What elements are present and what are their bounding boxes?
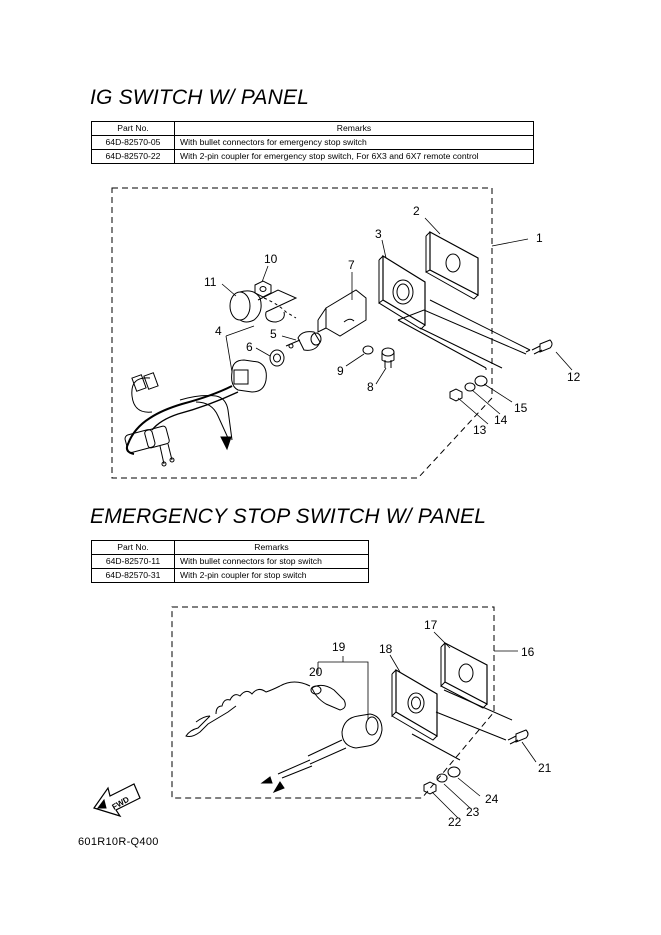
- gasket-part: [425, 230, 479, 300]
- callout-12: 12: [567, 370, 581, 384]
- nut-part-22: [423, 781, 437, 795]
- callout-4: 4: [215, 324, 222, 338]
- callout-22: 22: [448, 815, 462, 829]
- callout-19: 19: [332, 640, 346, 654]
- key-switch-part: [285, 331, 322, 351]
- cap-part: [229, 289, 298, 323]
- callout-8: 8: [367, 380, 374, 394]
- callout-23: 23: [466, 805, 480, 819]
- nut-part-13: [449, 388, 463, 402]
- washer-part-9: [362, 345, 374, 355]
- fwd-arrow-icon: [93, 783, 141, 818]
- table-row: 64D-82570-31 With 2-pin coupler for stop…: [91, 568, 369, 583]
- leader-lines-ig: [221, 217, 573, 425]
- callout-18: 18: [379, 642, 393, 656]
- callout-9: 9: [337, 364, 344, 378]
- screw-part-8: [381, 347, 395, 368]
- callout-10: 10: [264, 252, 278, 266]
- section-title-ig-switch: IG SWITCH W/ PANEL: [90, 86, 310, 109]
- parts-table-ig-switch: Part No. Remarks 64D-82570-05 With bulle…: [91, 121, 534, 164]
- remarks: With 2-pin coupler for stop switch: [174, 568, 369, 583]
- table-row: 64D-82570-22 With 2-pin coupler for emer…: [91, 149, 534, 164]
- callout-14: 14: [494, 413, 508, 427]
- callout-13: 13: [473, 423, 487, 437]
- switch-body-part: [124, 359, 267, 467]
- stop-switch-part: [260, 713, 383, 794]
- assembly-outline-estop: [171, 606, 495, 799]
- section-title-emergency-stop: EMERGENCY STOP SWITCH W/ PANEL: [90, 505, 487, 528]
- bracket-part: [317, 289, 367, 337]
- screw-part-12: [525, 339, 553, 355]
- table-header-row: Part No. Remarks: [91, 121, 534, 136]
- washer-part-23: [436, 773, 448, 783]
- washer-part-24: [447, 766, 461, 778]
- table-row: 64D-82570-05 With bullet connectors for …: [91, 135, 534, 150]
- washer-part-15: [474, 375, 488, 387]
- callout-17: 17: [424, 618, 438, 632]
- nut-part: [254, 280, 272, 298]
- fwd-label: FWD: [111, 795, 131, 812]
- callout-11: 11: [204, 275, 217, 289]
- leader-lines-estop: [317, 631, 537, 819]
- callout-2: 2: [413, 204, 420, 218]
- table-header-row: Part No. Remarks: [91, 540, 369, 555]
- callout-15: 15: [514, 401, 528, 415]
- callout-16: 16: [521, 645, 535, 659]
- callout-20: 20: [309, 665, 323, 679]
- lanyard-clip-part: [185, 681, 346, 737]
- assembly-outline-ig: [111, 187, 493, 479]
- parts-table-emergency-stop: Part No. Remarks 64D-82570-11 With bulle…: [91, 540, 369, 583]
- gasket-part-17: [440, 642, 488, 709]
- remarks: With 2-pin coupler for emergency stop sw…: [174, 149, 534, 164]
- washer-part-14: [464, 382, 476, 392]
- panel-part-18: [391, 668, 438, 741]
- callout-3: 3: [375, 227, 382, 241]
- callout-24: 24: [485, 792, 499, 806]
- part-number: 64D-82570-22: [91, 149, 175, 164]
- callout-5: 5: [270, 327, 277, 341]
- ring-part: [269, 349, 285, 367]
- table-row: 64D-82570-11 With bullet connectors for …: [91, 554, 369, 569]
- callout-6: 6: [246, 340, 253, 354]
- callout-1: 1: [536, 231, 543, 245]
- screw-part-21: [507, 729, 529, 745]
- part-number: 64D-82570-31: [91, 568, 175, 583]
- drawing-code: 601R10R-Q400: [78, 836, 159, 848]
- callout-7: 7: [348, 258, 355, 272]
- callout-21: 21: [538, 761, 552, 775]
